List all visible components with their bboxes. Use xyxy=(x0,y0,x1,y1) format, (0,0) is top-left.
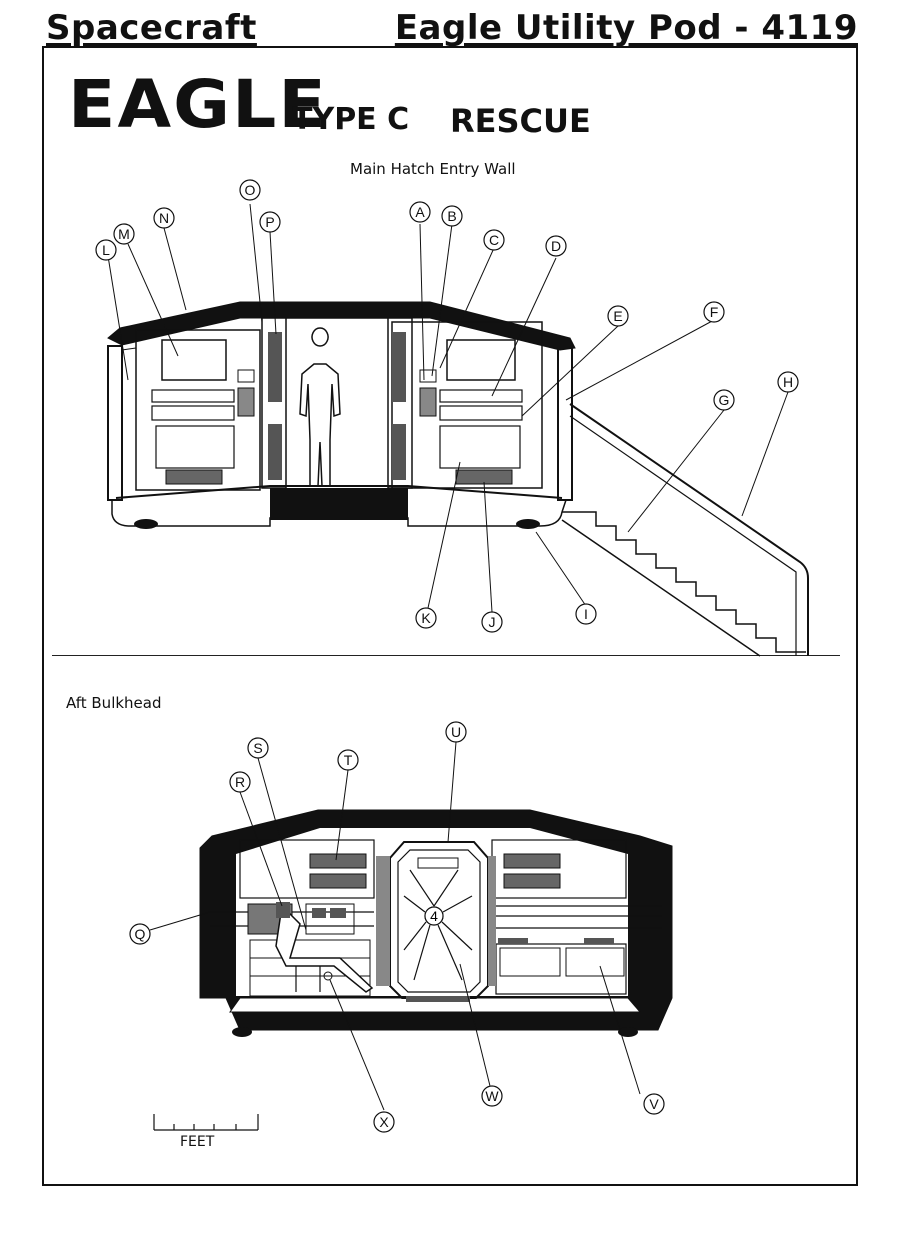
callout-circle xyxy=(229,771,251,793)
callout-letter: K xyxy=(421,610,431,626)
title-type: TYPE C xyxy=(292,102,410,137)
callout-letter: P xyxy=(265,214,274,230)
header-section-title: Spacecraft xyxy=(46,8,257,48)
main-view-callouts xyxy=(107,203,789,613)
hatch-number-badge: 4 xyxy=(424,906,444,926)
callout-letter: V xyxy=(649,1096,659,1112)
callout-circle xyxy=(129,923,151,945)
callout-circle xyxy=(607,305,629,327)
callout-letter: C xyxy=(489,232,499,248)
callout-circle xyxy=(777,371,799,393)
callout-t: T xyxy=(337,749,359,771)
callout-circle xyxy=(713,389,735,411)
main-view-caption: Main Hatch Entry Wall xyxy=(350,160,516,178)
callout-circle xyxy=(153,207,175,229)
view-divider xyxy=(52,655,840,656)
callout-letter: M xyxy=(118,226,130,242)
callout-circle xyxy=(441,205,463,227)
header-page-title: Eagle Utility Pod - 4119 xyxy=(394,8,858,48)
callout-q: Q xyxy=(129,923,151,945)
callout-letter: A xyxy=(415,204,425,220)
callout-c: C xyxy=(483,229,505,251)
callout-letter: Q xyxy=(135,926,146,942)
callout-circle xyxy=(113,223,135,245)
callout-circle xyxy=(259,211,281,233)
hatch-number: 4 xyxy=(430,908,438,924)
scale-bar xyxy=(153,1114,259,1131)
aft-view-callouts xyxy=(149,741,641,1111)
callout-circle xyxy=(545,235,567,257)
callout-k: K xyxy=(415,607,437,629)
callout-l: L xyxy=(95,239,117,261)
callout-circle xyxy=(95,239,117,261)
callout-letter: X xyxy=(379,1114,389,1130)
scale-label: FEET xyxy=(180,1134,215,1150)
callout-circle xyxy=(247,737,269,759)
callout-e: E xyxy=(607,305,629,327)
callout-i: I xyxy=(575,603,597,625)
callout-v: V xyxy=(643,1093,665,1115)
title-main: EAGLE xyxy=(68,66,328,143)
main-view-callout-markers: A B C D E F G H I J K LM N OP xyxy=(95,179,799,633)
callout-h: H xyxy=(777,371,799,393)
callout-n: N xyxy=(153,207,175,229)
callout-d: D xyxy=(545,235,567,257)
callout-circle xyxy=(643,1093,665,1115)
callout-letter: N xyxy=(159,210,169,226)
callout-circle xyxy=(481,1085,503,1107)
callout-letter: T xyxy=(344,752,353,768)
callout-circle xyxy=(337,749,359,771)
callout-letter: E xyxy=(613,308,622,324)
callout-letter: B xyxy=(447,208,456,224)
callout-r: R xyxy=(229,771,251,793)
callout-circle xyxy=(483,229,505,251)
callout-b: B xyxy=(441,205,463,227)
callout-circle xyxy=(239,179,261,201)
callout-circle xyxy=(409,201,431,223)
callout-o: O xyxy=(239,179,261,201)
callout-letter: W xyxy=(485,1088,499,1104)
callout-g: G xyxy=(713,389,735,411)
callout-letter: J xyxy=(489,614,496,630)
drawing-frame xyxy=(42,46,858,1186)
callout-circle xyxy=(481,611,503,633)
callout-j: J xyxy=(481,611,503,633)
callout-letter: I xyxy=(584,606,588,622)
callout-f: F xyxy=(703,301,725,323)
callout-p: P xyxy=(259,211,281,233)
callout-circle xyxy=(415,607,437,629)
callout-letter: G xyxy=(719,392,730,408)
callout-letter: O xyxy=(245,182,256,198)
aft-view-caption: Aft Bulkhead xyxy=(66,694,162,712)
main-hatch-view xyxy=(107,301,809,657)
callout-m: M xyxy=(113,223,135,245)
callout-letter: H xyxy=(783,374,793,390)
callout-w: W xyxy=(481,1085,503,1107)
aft-view-callout-markers: Q R S T U V W X xyxy=(129,721,665,1133)
title-mission: RESCUE xyxy=(450,102,591,140)
callout-x: X xyxy=(373,1111,395,1133)
callout-u: U xyxy=(445,721,467,743)
callout-a: A xyxy=(409,201,431,223)
callout-letter: S xyxy=(253,740,262,756)
callout-circle xyxy=(373,1111,395,1133)
callout-circle xyxy=(575,603,597,625)
callout-s: S xyxy=(247,737,269,759)
callout-letter: D xyxy=(551,238,561,254)
callout-letter: F xyxy=(710,304,719,320)
callout-letter: L xyxy=(102,242,110,258)
callout-circle xyxy=(703,301,725,323)
callout-circle xyxy=(445,721,467,743)
callout-letter: R xyxy=(235,774,245,790)
callout-letter: U xyxy=(451,724,461,740)
